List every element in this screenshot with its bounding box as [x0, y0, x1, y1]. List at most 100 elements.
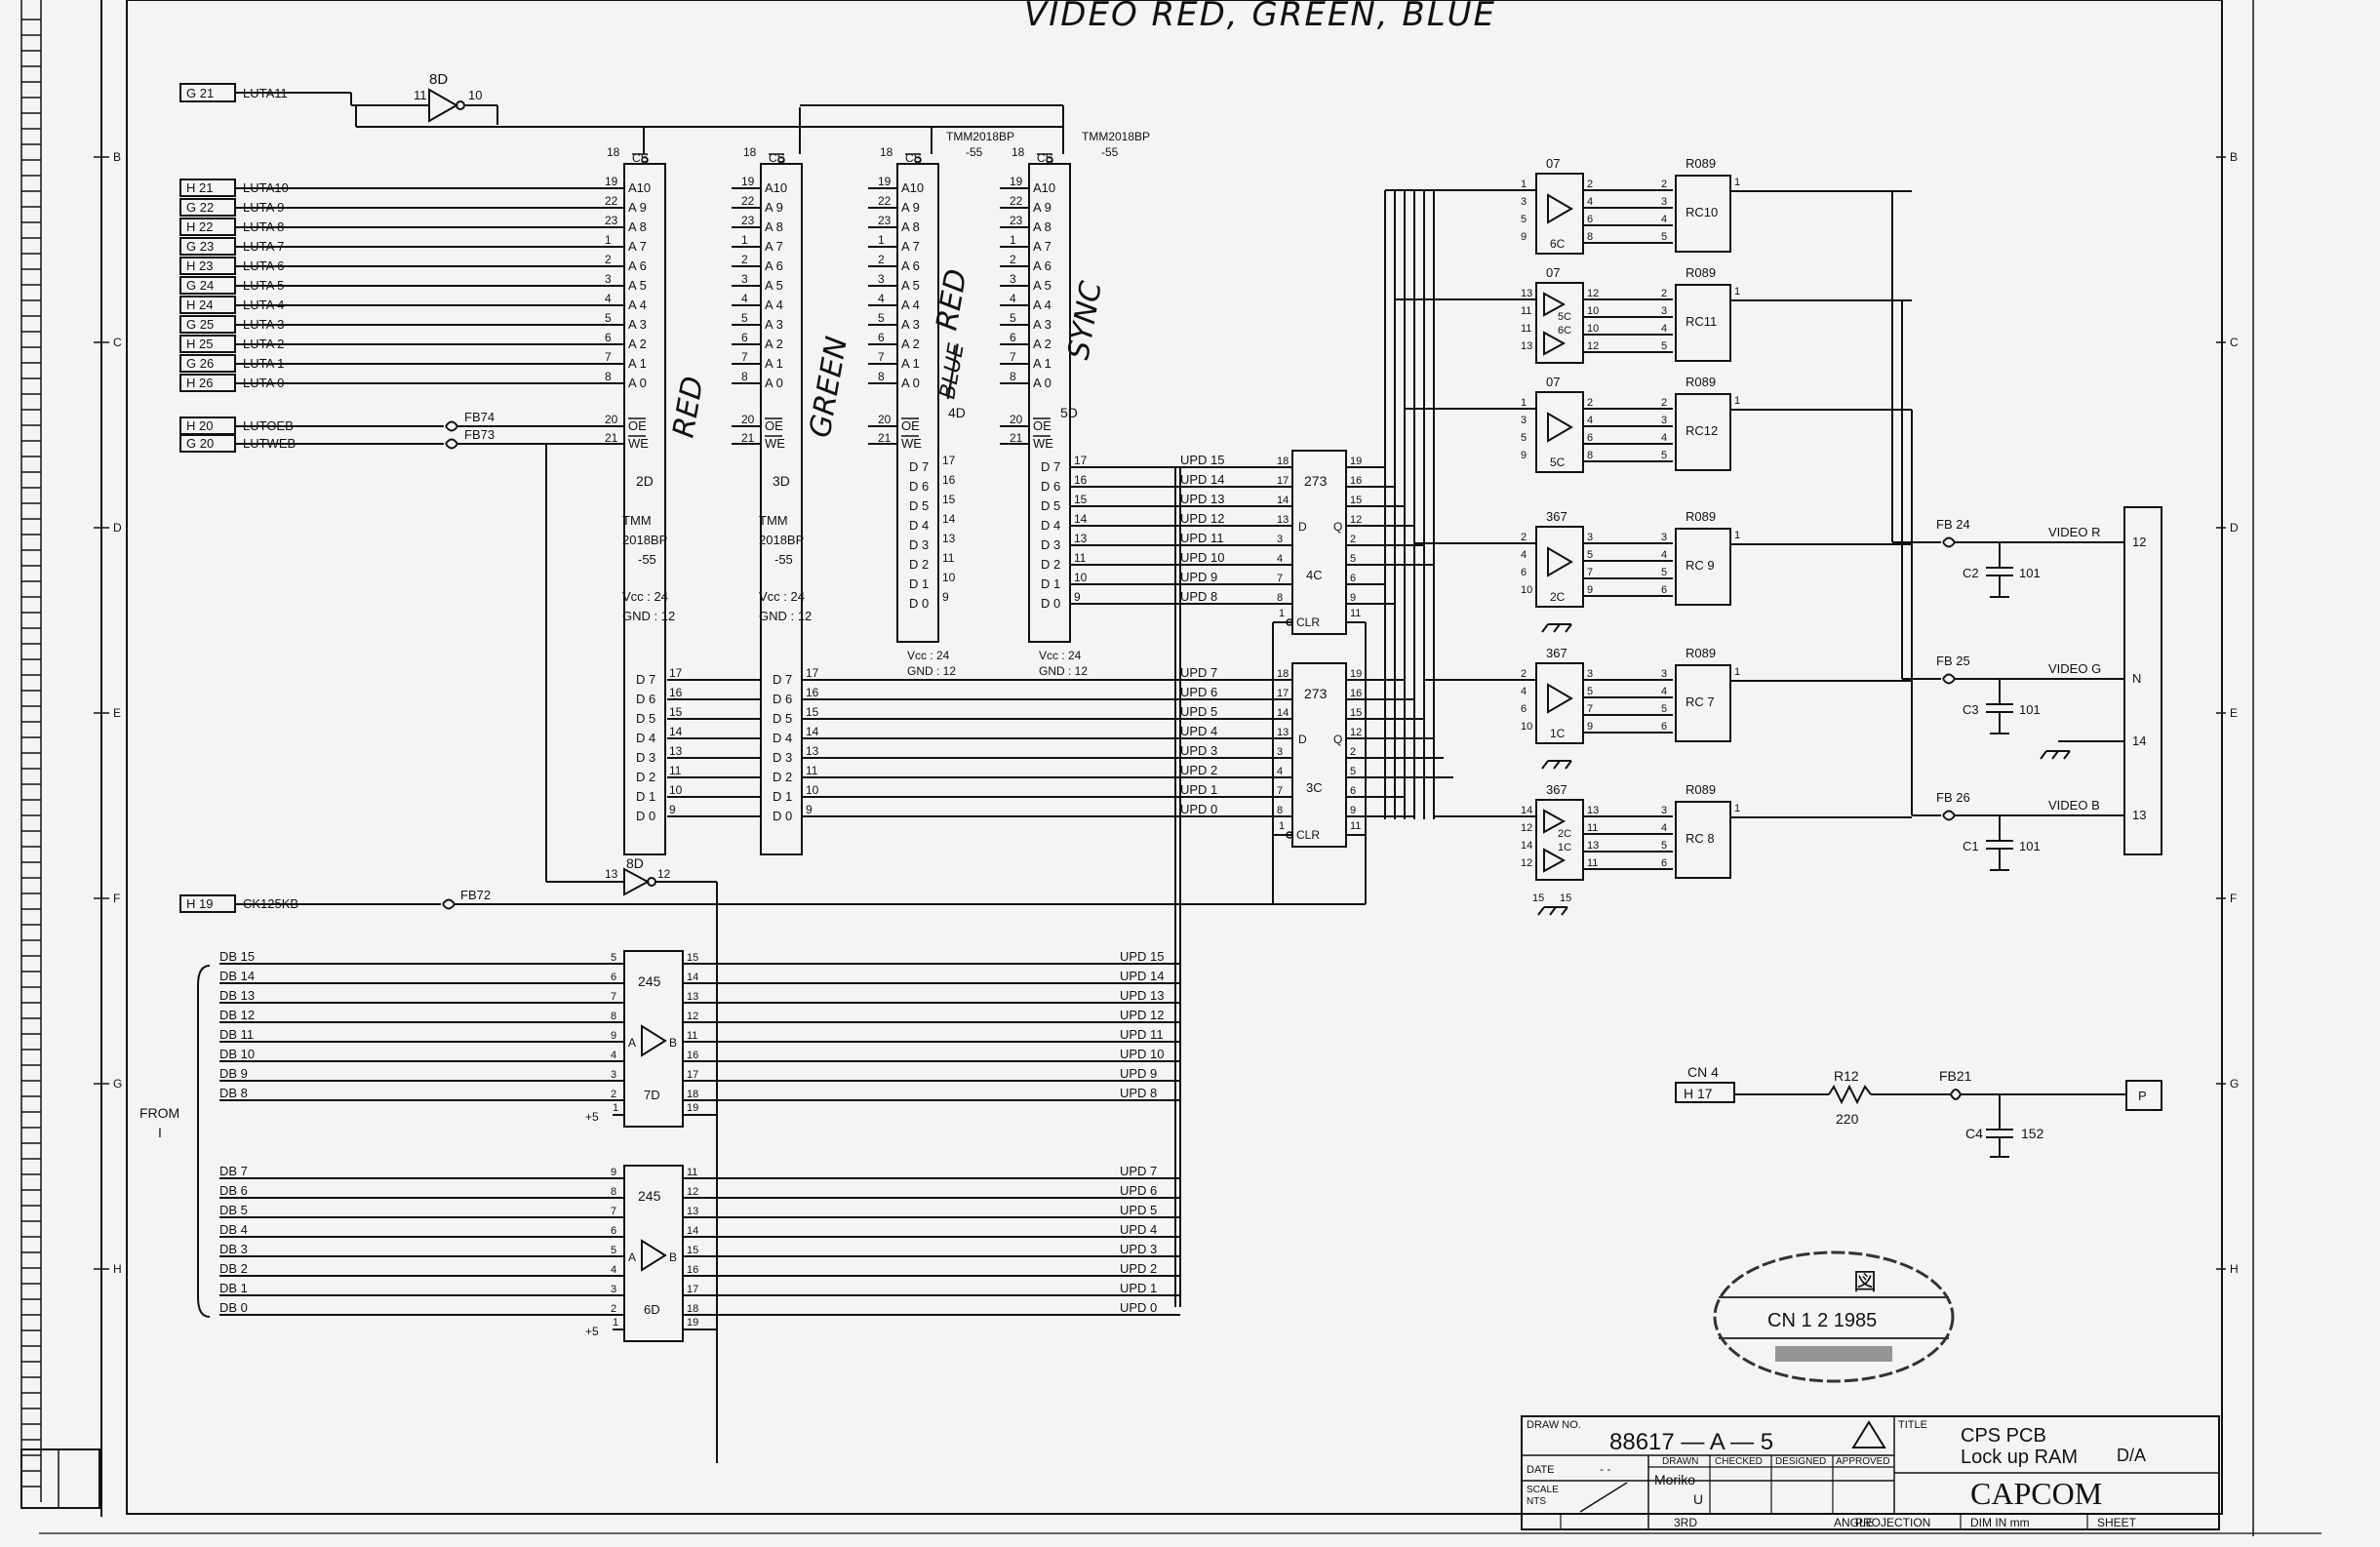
ram-part: 2018BP — [622, 533, 667, 547]
ram-data-pin: D 0 — [773, 809, 792, 823]
ram-pin-number: 8 — [605, 370, 612, 383]
ram-addr-pin: A 5 — [765, 278, 783, 293]
db-label: DB 1 — [219, 1281, 248, 1295]
rn-pin-number: 3 — [1661, 805, 1667, 816]
ram-data-pin: D 6 — [636, 692, 655, 706]
ram-addr-pin: A 7 — [765, 239, 783, 254]
transceiver-a: A — [628, 1036, 636, 1050]
approval-stamp: 図 CN 1 2 1985 — [1713, 1250, 1955, 1383]
upd-label: UPD 11 — [1180, 531, 1224, 545]
driver-part: 07 — [1546, 156, 1560, 171]
driver-enable-pin: 15 — [1560, 892, 1571, 904]
transceiver-a: A — [628, 1250, 636, 1264]
driver-pin-number: 12 — [1587, 288, 1599, 299]
driver-pin-number: 4 — [1587, 196, 1593, 208]
ram-ref: 3D — [773, 473, 790, 489]
connector-ref: G 23 — [186, 239, 214, 254]
ram-addr-pin: A 9 — [765, 200, 783, 215]
ram-pin-number: 6 — [741, 331, 748, 344]
video-connector — [2123, 506, 2162, 855]
drawing-frame — [126, 0, 2223, 1515]
transceiver-pin-number: 9 — [611, 1030, 616, 1042]
driver-ref: 1C — [1550, 727, 1566, 740]
transceiver-part: 245 — [638, 973, 661, 989]
ram-pin-number: 23 — [878, 214, 892, 227]
video-fb-label: FB 24 — [1936, 517, 1970, 532]
latch-pin-number: 13 — [1277, 514, 1289, 526]
ram-pin-number: 2 — [741, 253, 748, 266]
latch-pin-number: 5 — [1350, 553, 1356, 565]
driver-pin-number: 4 — [1521, 549, 1527, 561]
video-pin: 12 — [2132, 535, 2146, 549]
ram-addr-pin: A10 — [901, 180, 924, 195]
rn-pin-number: 5 — [1661, 231, 1667, 243]
driver-chip-body — [1535, 391, 1584, 473]
cn4-circuit: CN 4 H 17 R12 220 FB21 C4 152 P — [1675, 1064, 2162, 1158]
cs-bubble — [1046, 156, 1053, 164]
ram-ref: 4D — [948, 405, 966, 420]
upd-label: UPD 12 — [1180, 511, 1225, 526]
ram-addr-pin: A 5 — [628, 278, 647, 293]
fb-label: FB72 — [460, 888, 491, 902]
ram-addr-pin: A 5 — [1033, 278, 1051, 293]
ram-addr-pin: A 9 — [628, 200, 647, 215]
video-net-label: VIDEO B — [2048, 798, 2100, 813]
latch-q-label: Q — [1333, 520, 1342, 534]
driver-chip-body — [1535, 282, 1584, 364]
ram-pin-number: 8 — [878, 370, 885, 383]
ram-pin-number: 21 — [878, 431, 892, 445]
scale-label2: NTS — [1527, 1496, 1546, 1507]
ram-addr-pin: A 1 — [765, 356, 783, 371]
rn-pin-number: 6 — [1661, 584, 1667, 596]
ram-data-pin: D 7 — [1041, 459, 1060, 474]
video-pin: 13 — [2132, 808, 2146, 822]
ram-addr-pin: A 8 — [628, 219, 647, 234]
transceiver-pin-number: 1 — [613, 1317, 618, 1329]
driver-pin-number: 14 — [1521, 805, 1532, 816]
ram-pin-number: 22 — [878, 194, 892, 208]
stamp-line1: 図 — [1853, 1269, 1877, 1295]
cs-bubble — [914, 156, 922, 164]
rn-part: R089 — [1686, 509, 1716, 524]
driver-part: 367 — [1546, 782, 1567, 797]
upd-label: UPD 10 — [1120, 1047, 1165, 1061]
latch-pin-number: 3 — [1277, 534, 1283, 545]
driver-triangle — [1543, 292, 1567, 317]
r12-value: 220 — [1836, 1111, 1859, 1127]
driver-pin-number: 8 — [1587, 450, 1593, 461]
ram-pin-number: 17 — [669, 666, 683, 680]
ram-pin-number: 17 — [806, 666, 819, 680]
driver-pin-number: 12 — [1521, 857, 1532, 869]
ram-pin-number: 7 — [741, 350, 748, 364]
driver-pin-number: 11 — [1587, 822, 1598, 834]
frame-left-ticks — [20, 0, 100, 1509]
driver-pin-number: 13 — [1587, 840, 1599, 852]
rn-pin-number: 4 — [1661, 323, 1667, 335]
resistor-network-body — [1675, 284, 1731, 362]
ram-pin-number: 22 — [1010, 194, 1023, 208]
upd-label: UPD 2 — [1180, 763, 1217, 777]
ram-pin-number: 16 — [1074, 473, 1088, 487]
driver-pin-number: 3 — [1587, 532, 1593, 543]
c4-value: 152 — [2021, 1126, 2044, 1141]
latch-pin-number: 19 — [1350, 668, 1362, 680]
connector-ref: H 25 — [186, 337, 213, 351]
driver-chip-body — [1535, 799, 1584, 881]
grid-letter-right: B — [2230, 150, 2238, 164]
latch-pin-number: 15 — [1350, 495, 1362, 506]
rn-pin-number: 1 — [1734, 803, 1740, 814]
rn-pin-number: 1 — [1734, 395, 1740, 407]
driver-part: 07 — [1546, 375, 1560, 389]
driver-triangle — [1543, 809, 1567, 834]
latch-pin-number: 14 — [1277, 495, 1289, 506]
ram-data-pin: D 4 — [1041, 518, 1060, 533]
upd-label: UPD 4 — [1120, 1222, 1157, 1237]
drawn-col: DRAWN — [1662, 1456, 1698, 1467]
driver-ref: 1C — [1558, 842, 1571, 853]
db-label: DB 5 — [219, 1203, 248, 1217]
connector-ref: G 20 — [186, 436, 214, 451]
ground-hatch — [1565, 623, 1572, 633]
ram-pin-number: 9 — [1074, 590, 1081, 604]
driver-ref: 2C — [1558, 828, 1571, 840]
